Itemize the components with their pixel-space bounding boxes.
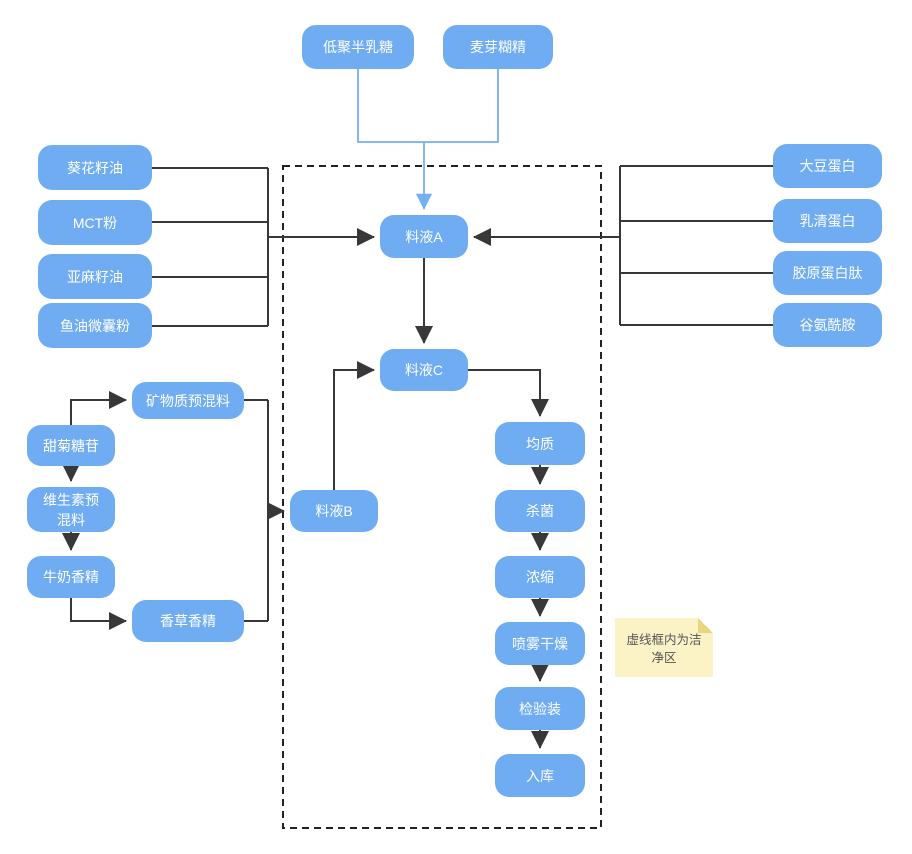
node-inspect-pack[interactable]: 检验装 bbox=[495, 687, 585, 730]
node-homogenize[interactable]: 均质 bbox=[495, 422, 585, 465]
node-soy-protein[interactable]: 大豆蛋白 bbox=[773, 144, 882, 188]
edge-milk-to-vanilla bbox=[70, 598, 127, 630]
node-milk-flavor[interactable]: 牛奶香精 bbox=[27, 556, 115, 598]
node-concentrate[interactable]: 浓缩 bbox=[495, 556, 585, 598]
edge-liquid-b-to-c bbox=[333, 361, 375, 490]
node-mct-powder[interactable]: MCT粉 bbox=[38, 200, 152, 245]
edge-stevia-to-mineral bbox=[70, 391, 127, 425]
node-vanilla-flavor[interactable]: 香草香精 bbox=[132, 600, 244, 642]
clean-zone-dashed-border bbox=[282, 165, 602, 829]
node-fish-oil-microcapsule-powder[interactable]: 鱼油微囊粉 bbox=[38, 303, 152, 348]
node-mineral-premix[interactable]: 矿物质预混料 bbox=[132, 382, 244, 419]
node-galacto-oligosaccharide[interactable]: 低聚半乳糖 bbox=[302, 25, 414, 69]
node-warehouse[interactable]: 入库 bbox=[495, 754, 585, 797]
edge-liquid-c-to-homogenize bbox=[468, 369, 549, 417]
node-vitamin-premix[interactable]: 维生素预混料 bbox=[27, 487, 115, 532]
node-liquid-c[interactable]: 料液C bbox=[380, 349, 468, 391]
light-edges bbox=[357, 68, 499, 210]
node-collagen-peptide[interactable]: 胶原蛋白肽 bbox=[773, 251, 882, 295]
node-whey-protein[interactable]: 乳清蛋白 bbox=[773, 199, 882, 243]
note-fold-icon bbox=[698, 618, 713, 633]
node-maltodextrin[interactable]: 麦芽糊精 bbox=[443, 25, 553, 69]
dark-edges bbox=[62, 165, 773, 749]
node-sunflower-oil[interactable]: 葵花籽油 bbox=[38, 145, 152, 190]
node-glutamine[interactable]: 谷氨酰胺 bbox=[773, 303, 882, 347]
node-liquid-b[interactable]: 料液B bbox=[290, 490, 378, 532]
edge-sugars-join bbox=[357, 68, 499, 143]
node-liquid-a[interactable]: 料液A bbox=[380, 215, 468, 258]
node-sterilize[interactable]: 杀菌 bbox=[495, 490, 585, 532]
node-flaxseed-oil[interactable]: 亚麻籽油 bbox=[38, 254, 152, 299]
node-stevia-glycoside[interactable]: 甜菊糖苷 bbox=[27, 425, 115, 466]
sticky-note[interactable]: 虚线框内为洁净区 bbox=[615, 618, 713, 677]
sticky-note-text: 虚线框内为洁净区 bbox=[626, 632, 702, 665]
node-spray-dry[interactable]: 喷雾干燥 bbox=[495, 622, 585, 665]
